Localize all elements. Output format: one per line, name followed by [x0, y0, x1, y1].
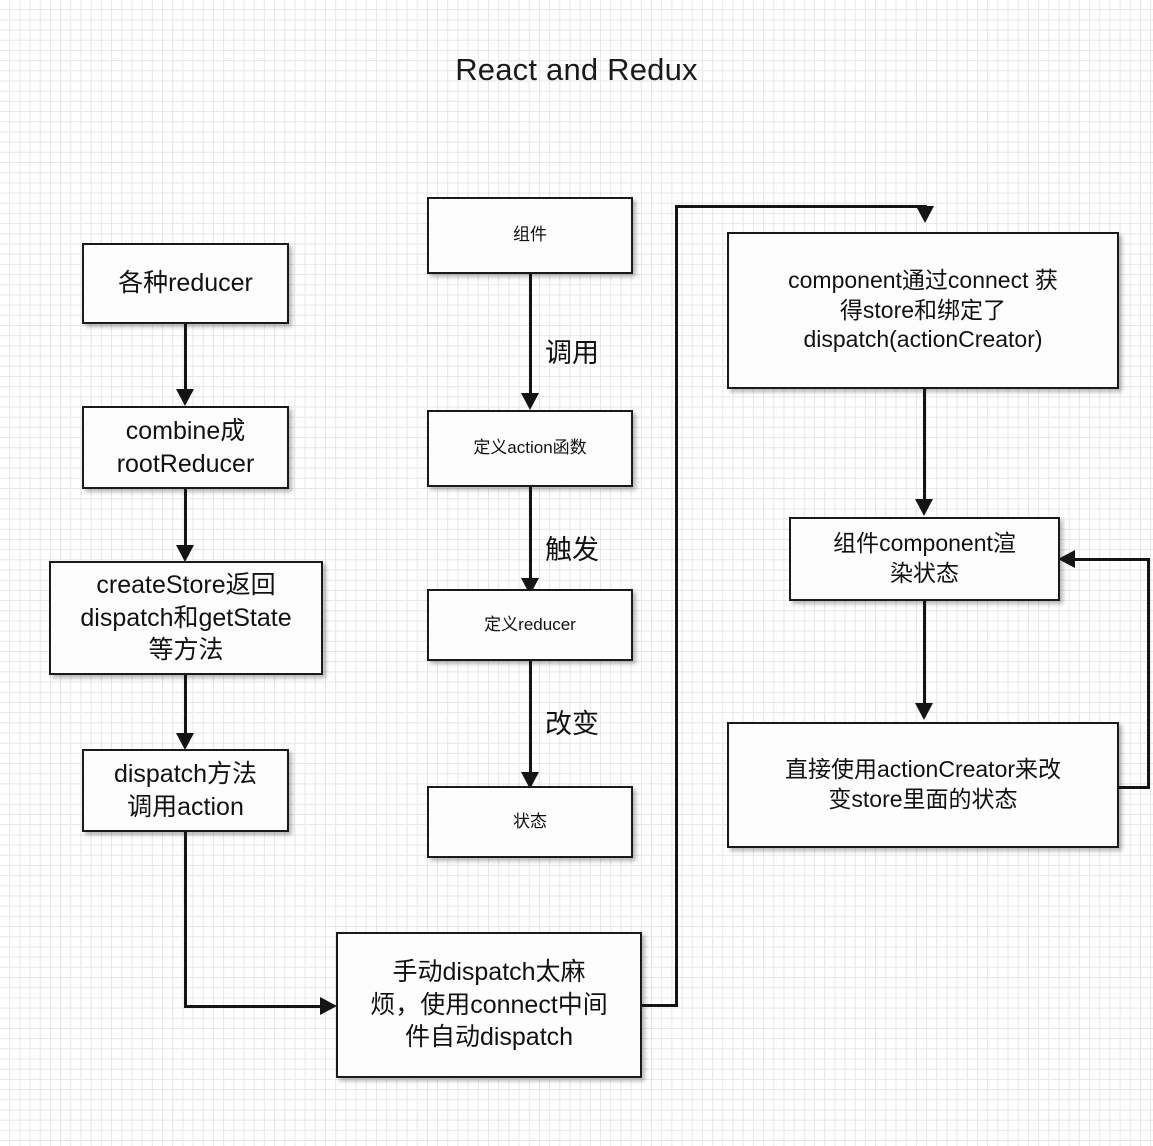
node-define-reducer[interactable]: 定义reducer — [427, 589, 633, 661]
edge-define-action-to-define-reducer — [529, 487, 532, 583]
arrowhead-to-manual-dispatch — [320, 997, 337, 1015]
edge-label-trigger: 触发 — [545, 535, 599, 565]
arrowhead-to-dispatch-calls-action — [176, 733, 194, 750]
arrowhead-to-component-connect — [916, 206, 934, 223]
page-title: React and Redux — [455, 52, 698, 87]
edge-label-change: 改变 — [545, 709, 599, 739]
arrowhead-to-use-action-creator — [915, 703, 933, 720]
node-define-action[interactable]: 定义action函数 — [427, 410, 633, 487]
edge-combine-to-create-store — [184, 489, 187, 549]
node-use-action-creator[interactable]: 直接使用actionCreator来改 变store里面的状态 — [727, 722, 1119, 848]
node-manual-dispatch-troublesome[interactable]: 手动dispatch太麻 烦，使用connect中间 件自动dispatch — [336, 932, 642, 1078]
edge-manual-to-connect-horizontal-upper — [675, 205, 927, 208]
node-component-render-state[interactable]: 组件component渲 染状态 — [789, 517, 1060, 601]
edge-various-reducers-to-combine — [184, 324, 187, 393]
arrowhead-to-state — [521, 772, 539, 789]
edge-feedback-vertical — [1147, 558, 1150, 788]
edge-dispatch-to-manual-vertical — [184, 832, 187, 1007]
node-dispatch-calls-action[interactable]: dispatch方法 调用action — [82, 749, 289, 832]
edge-component-to-define-action — [529, 274, 532, 397]
edge-create-store-to-dispatch — [184, 675, 187, 737]
edge-render-state-to-action-creator — [923, 601, 926, 707]
arrowhead-feedback-to-render-state — [1058, 550, 1075, 568]
edge-dispatch-to-manual-horizontal — [184, 1005, 324, 1008]
arrowhead-to-define-action — [521, 393, 539, 410]
node-component[interactable]: 组件 — [427, 197, 633, 274]
node-various-reducers[interactable]: 各种reducer — [82, 243, 289, 324]
edge-label-call: 调用 — [545, 338, 599, 368]
edge-manual-to-connect-vertical — [675, 205, 678, 1006]
node-state[interactable]: 状态 — [427, 786, 633, 858]
arrowhead-to-create-store — [176, 545, 194, 562]
edge-feedback-horizontal-lower — [1117, 786, 1150, 789]
node-create-store[interactable]: createStore返回 dispatch和getState 等方法 — [49, 561, 323, 675]
edge-connect-to-render-state — [923, 389, 926, 503]
node-component-connect[interactable]: component通过connect 获 得store和绑定了 dispatch… — [727, 232, 1119, 389]
edge-manual-to-connect-horizontal-lower — [642, 1004, 678, 1007]
arrowhead-to-component-render-state — [915, 499, 933, 516]
edge-feedback-horizontal-upper — [1075, 558, 1149, 561]
node-combine-root-reducer[interactable]: combine成 rootReducer — [82, 406, 289, 489]
arrowhead-to-combine-root-reducer — [176, 389, 194, 406]
edge-define-reducer-to-state — [529, 661, 532, 777]
